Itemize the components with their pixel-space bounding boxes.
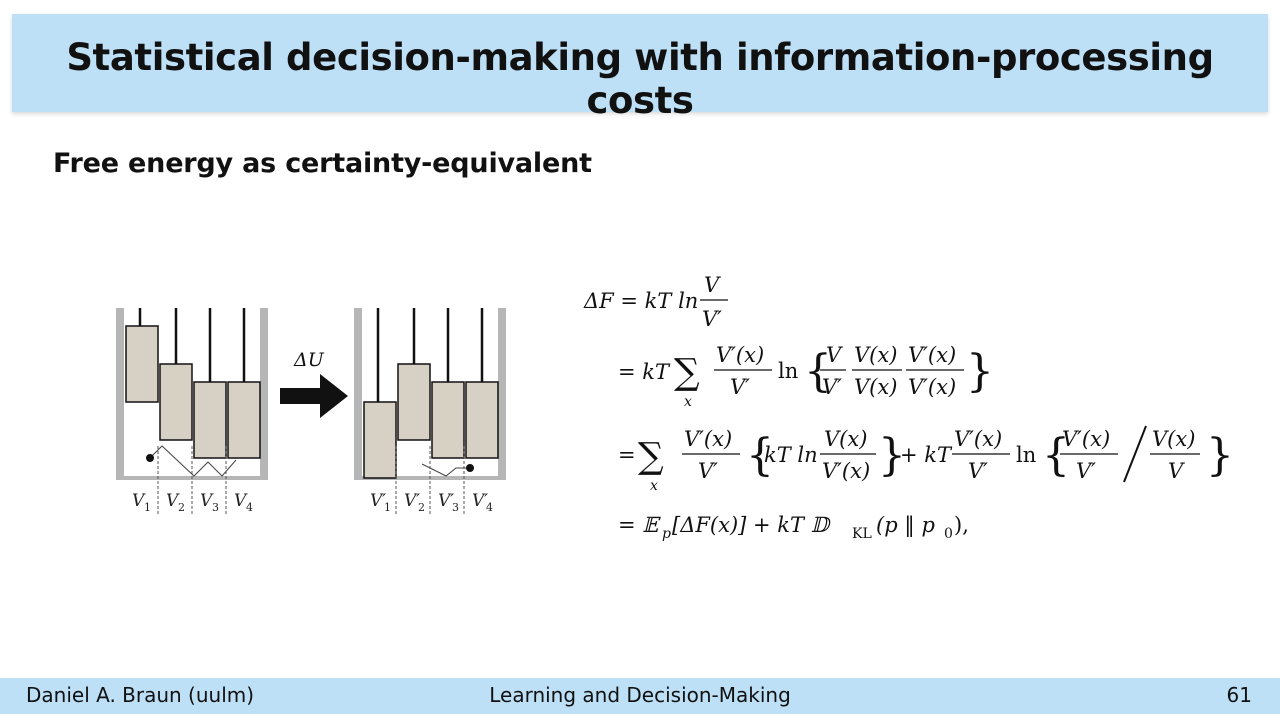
- label-v1-sub: 1: [144, 501, 151, 514]
- svg-text:p: p: [662, 526, 671, 542]
- svg-text:),: ),: [954, 513, 969, 537]
- svg-text:V: V: [704, 273, 721, 297]
- svg-text:V′: V′: [702, 307, 722, 331]
- svg-text:=: =: [618, 443, 636, 467]
- label-v4: V: [234, 491, 248, 511]
- label-v2: V: [166, 491, 180, 511]
- svg-text:V(x): V(x): [854, 343, 897, 367]
- footer-course: Learning and Decision-Making: [489, 683, 791, 707]
- svg-text:0: 0: [944, 526, 953, 542]
- svg-text:x: x: [650, 478, 658, 494]
- right-container: [354, 308, 506, 514]
- free-energy-equation: ΔF = kT ln V V′ = kT ∑ x V′(x) V′ ln { V…: [583, 273, 1234, 542]
- footer-bar: Daniel A. Braun (uulm) Learning and Deci…: [0, 678, 1280, 714]
- svg-text:V′(x): V′(x): [716, 343, 764, 367]
- svg-text:V′: V′: [698, 459, 718, 483]
- label-v4-sub: 4: [246, 501, 253, 514]
- arrow-label: ΔU: [293, 349, 325, 371]
- label-v4-prime-sub: 4: [486, 501, 493, 514]
- label-v2-prime: V′: [404, 491, 420, 511]
- svg-text:V′(x): V′(x): [1062, 427, 1110, 451]
- svg-text:V′: V′: [730, 375, 750, 399]
- page-number: 61: [1226, 683, 1252, 707]
- svg-text:V′(x): V′(x): [684, 427, 732, 451]
- svg-text:V′: V′: [1076, 459, 1096, 483]
- svg-text:V: V: [1168, 459, 1185, 483]
- label-v3: V: [200, 491, 214, 511]
- svg-text:V′(x): V′(x): [908, 375, 956, 399]
- svg-text:x: x: [684, 394, 692, 410]
- label-v2-sub: 2: [178, 501, 185, 514]
- svg-text:{: {: [746, 430, 774, 481]
- slide-subtitle: Free energy as certainty-equivalent: [53, 148, 592, 179]
- label-v3-prime-sub: 3: [452, 501, 459, 514]
- label-v2-prime-sub: 2: [418, 501, 425, 514]
- equation-line-1: ΔF = kT ln V V′: [583, 273, 728, 331]
- svg-text:(p ‖ p: (p ‖ p: [876, 513, 935, 538]
- svg-text:{: {: [1042, 430, 1070, 481]
- title-bar: Statistical decision-making with informa…: [12, 14, 1268, 122]
- footer-author: Daniel A. Braun (uulm): [26, 683, 255, 707]
- equation-line-2: = kT ∑ x V′(x) V′ ln { V V′ V(x) V(x) V′…: [618, 343, 994, 410]
- svg-text:= kT: = kT: [618, 360, 671, 384]
- svg-text:V′: V′: [968, 459, 988, 483]
- svg-text:V(x): V(x): [824, 427, 867, 451]
- svg-text:}: }: [1206, 430, 1234, 481]
- svg-text:V: V: [826, 343, 843, 367]
- label-v1-prime: V′: [370, 491, 386, 511]
- svg-text:kT ln: kT ln: [764, 443, 818, 467]
- svg-text:∑: ∑: [638, 436, 664, 477]
- svg-text:}: }: [966, 346, 994, 397]
- left-container: [116, 308, 268, 514]
- svg-text:ln: ln: [778, 359, 798, 383]
- label-v1: V: [132, 491, 146, 511]
- label-v3-sub: 3: [212, 501, 219, 514]
- svg-text:KL: KL: [852, 526, 872, 542]
- svg-text:[ΔF(x)] + kT 𝔻: [ΔF(x)] + kT 𝔻: [672, 513, 832, 537]
- svg-text:}: }: [878, 430, 906, 481]
- svg-text:V(x): V(x): [854, 375, 897, 399]
- svg-text:V′(x): V′(x): [822, 459, 870, 483]
- svg-text:ln: ln: [1016, 443, 1036, 467]
- svg-text:V′(x): V′(x): [908, 343, 956, 367]
- label-v1-prime-sub: 1: [384, 501, 391, 514]
- delta-u-arrow: [280, 374, 348, 418]
- svg-text:{: {: [804, 346, 832, 397]
- svg-text:V′(x): V′(x): [954, 427, 1002, 451]
- svg-text:∑: ∑: [674, 352, 700, 393]
- equation-line-3: = ∑ x V′(x) V′ { kT ln V(x) V′(x) } + kT…: [618, 425, 1234, 494]
- equation-line-4: = 𝔼 p [ΔF(x)] + kT 𝔻 KL (p ‖ p 0 ),: [618, 513, 969, 542]
- svg-text:V′: V′: [822, 375, 842, 399]
- label-v3-prime: V′: [438, 491, 454, 511]
- label-v4-prime: V′: [472, 491, 488, 511]
- svg-text:V(x): V(x): [1152, 427, 1195, 451]
- svg-text:+ kT: + kT: [900, 443, 953, 467]
- svg-text:ΔF = kT ln: ΔF = kT ln: [583, 289, 698, 313]
- svg-text:= 𝔼: = 𝔼: [618, 513, 661, 537]
- slide-title: Statistical decision-making with informa…: [66, 36, 1214, 122]
- piston-diagram: ΔU V 1 V 2 V 3 V 4 V′ 1 V′ 2 V′ 3 V′ 4: [116, 308, 506, 514]
